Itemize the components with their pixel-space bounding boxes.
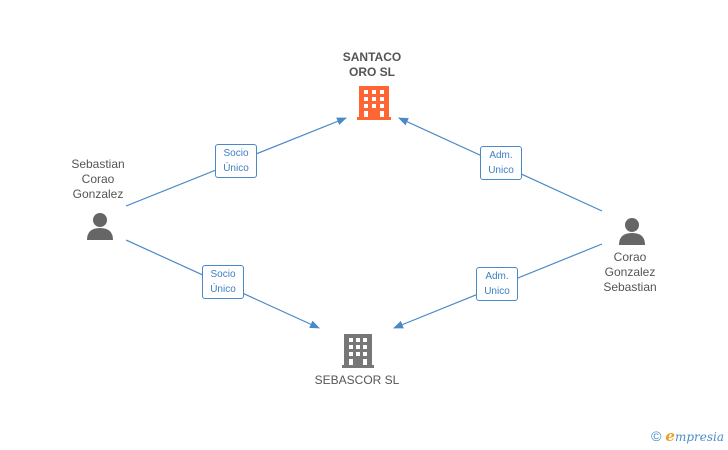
building-icon[interactable]	[342, 334, 374, 368]
edge-label-left-bottom: Socio Único	[202, 265, 244, 299]
edge-label-line: Unico	[484, 286, 510, 297]
edge-label-line: Adm.	[489, 150, 513, 161]
person-icon[interactable]	[619, 218, 645, 245]
edge-label-line: Único	[210, 284, 236, 295]
company-name-bottom[interactable]: SEBASCOR SL	[314, 373, 400, 387]
brand-name: mpresia	[674, 430, 724, 444]
edge-label-line: Socio	[223, 148, 249, 159]
edge-label-line: Único	[223, 163, 249, 174]
person-name-right[interactable]: Corao Gonzalez Sebastian	[603, 250, 657, 294]
edge-label-line: Socio	[210, 269, 236, 280]
copyright-icon: ©	[651, 428, 662, 444]
edge-label-line: Unico	[488, 165, 514, 176]
brand-initial: e	[665, 427, 675, 445]
person-icon[interactable]	[87, 213, 113, 240]
brand-logo: empresia	[665, 427, 724, 445]
building-icon[interactable]	[357, 86, 391, 120]
edge-label-right-bottom: Adm. Unico	[476, 267, 518, 301]
edge-label-line: Adm.	[485, 271, 509, 282]
edge-label-right-top: Adm. Unico	[480, 146, 522, 180]
footer-brand: © empresia	[651, 427, 724, 445]
person-name-left[interactable]: Sebastian Corao Gonzalez	[71, 157, 125, 201]
edge-label-left-top: Socio Único	[215, 144, 257, 178]
company-name-top[interactable]: SANTACO ORO SL	[342, 50, 402, 79]
